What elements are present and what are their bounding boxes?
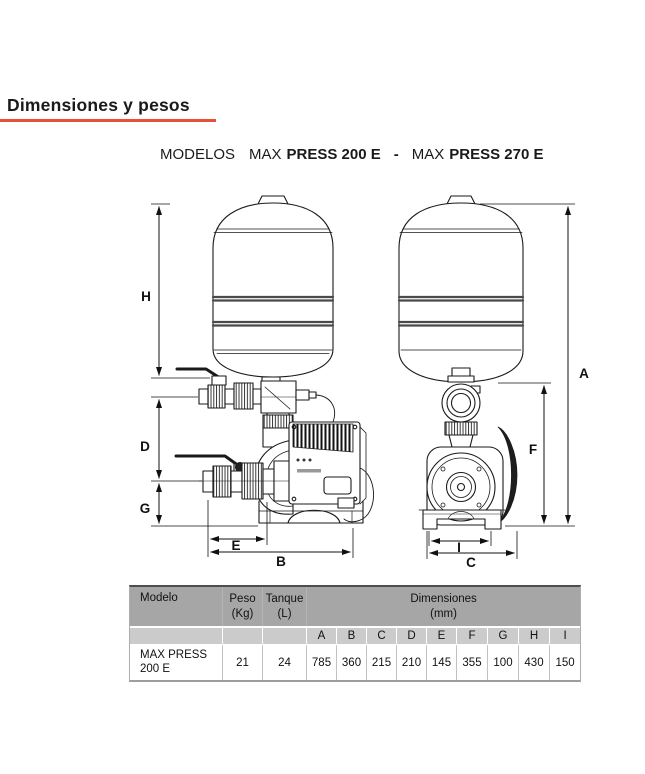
model2-prefix: MAX — [411, 146, 445, 163]
dim-col-e: E — [426, 626, 456, 644]
tank-front-view — [397, 195, 525, 383]
model1-prefix: MAX — [249, 146, 282, 163]
dimensiones-label: Dimensiones — [410, 593, 477, 606]
cell-tanque: 24 — [262, 644, 306, 680]
models-label: MODELOS — [160, 146, 236, 163]
subheader-blank-modelo — [130, 626, 222, 644]
dimensions-table-container: Modelo Peso (Kg) Tanque (L) Dimensiones — [129, 585, 582, 682]
models-separator: - — [393, 146, 399, 163]
title-accent-rule — [0, 119, 216, 122]
cell-dim-a: 785 — [306, 644, 336, 680]
dim-col-a: A — [306, 626, 336, 644]
lower-valve-assembly — [174, 454, 297, 502]
page-title: Dimensiones y pesos — [7, 95, 190, 115]
dim-label-a: A — [579, 366, 589, 381]
dim-col-g: G — [487, 626, 518, 644]
dim-col-f: F — [456, 626, 487, 644]
pump-front-view — [426, 426, 518, 526]
left-view-dimensions — [151, 203, 354, 558]
dim-col-h: H — [518, 626, 549, 644]
dim-label-i: I — [457, 540, 461, 555]
cell-peso: 21 — [222, 644, 262, 680]
peso-label: Peso — [229, 593, 256, 606]
dim-col-c: C — [366, 626, 396, 644]
cell-modelo: MAX PRESS 200 E — [130, 644, 222, 680]
tanque-label: Tanque — [265, 593, 304, 606]
dim-col-i: I — [549, 626, 581, 644]
dimension-letters-row: A B C D E F G H I — [130, 626, 581, 644]
right-view-dimensions — [426, 203, 575, 559]
dim-col-b: B — [336, 626, 366, 644]
col-header-peso: Peso (Kg) — [222, 587, 262, 626]
cell-dim-h: 430 — [518, 644, 549, 680]
cell-dim-f: 355 — [456, 644, 487, 680]
model1-name: PRESS 200 E — [286, 146, 381, 163]
dimensions-diagram: H D G E B — [140, 195, 589, 570]
cell-dim-i: 150 — [549, 644, 581, 680]
dim-label-d: D — [140, 439, 150, 454]
col-header-tanque: Tanque (L) — [262, 587, 306, 626]
peso-unit: (Kg) — [231, 607, 254, 620]
cell-dim-d: 210 — [396, 644, 426, 680]
left-side-view — [174, 195, 375, 524]
model2-name: PRESS 270 E — [449, 146, 544, 163]
subheader-blank-tanque — [262, 626, 306, 644]
pump-base-front — [418, 509, 506, 530]
dim-label-e: E — [231, 538, 240, 553]
dim-label-c: C — [466, 555, 476, 570]
cell-dim-e: 145 — [426, 644, 456, 680]
dim-label-h: H — [141, 289, 151, 304]
pump-base-side — [258, 500, 364, 524]
motor-housing — [288, 421, 375, 523]
right-front-view — [397, 195, 525, 530]
dimensions-table: Modelo Peso (Kg) Tanque (L) Dimensiones — [129, 585, 582, 682]
subheader-blank-peso — [222, 626, 262, 644]
cell-dim-c: 215 — [366, 644, 396, 680]
dim-label-b: B — [276, 554, 286, 569]
tanque-unit: (L) — [277, 607, 292, 620]
cell-dim-b: 360 — [336, 644, 366, 680]
col-header-modelo: Modelo — [130, 587, 222, 626]
dim-col-d: D — [396, 626, 426, 644]
dim-label-f: F — [529, 442, 537, 457]
dim-label-g: G — [140, 501, 151, 516]
cell-dim-g: 100 — [487, 644, 518, 680]
tank-side-view — [211, 195, 335, 385]
front-valve-assembly — [441, 367, 481, 458]
dimensiones-unit: (mm) — [430, 607, 457, 620]
col-header-dimensiones: Dimensiones (mm) — [306, 587, 581, 626]
table-row: MAX PRESS 200 E 21 24 785 360 215 210 14… — [130, 644, 581, 680]
